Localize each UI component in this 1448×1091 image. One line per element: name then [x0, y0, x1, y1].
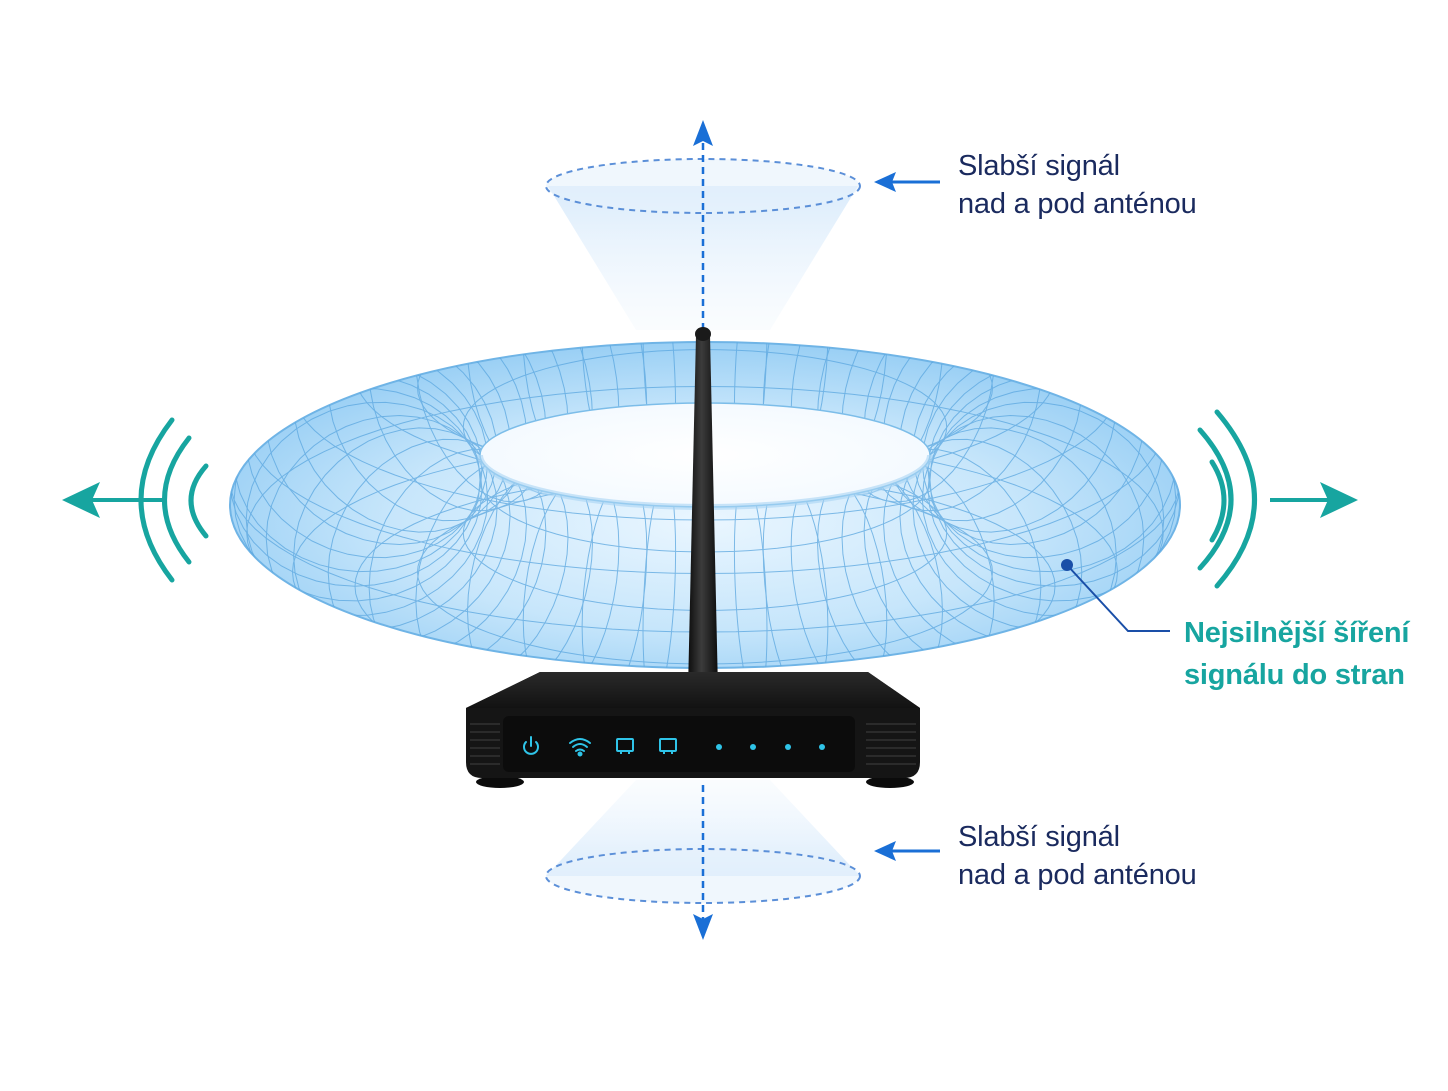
top-label-line2: nad a pod anténou: [958, 188, 1197, 220]
top-weak-signal-label: Slabší signál nad a pod anténou: [958, 147, 1197, 223]
side-label-line1: Nejsilnější šíření: [1184, 617, 1410, 649]
strongest-signal-label: Nejsilnější šíření signálu do stran: [1184, 612, 1409, 696]
side-label-leader-line: [1061, 559, 1170, 632]
vertical-axis-up-arrow: [693, 120, 713, 330]
right-signal-waves: [1197, 409, 1257, 589]
bottom-weak-signal-label: Slabší signál nad a pod anténou: [958, 818, 1197, 894]
lan-port-icon: [659, 738, 677, 754]
status-dot-icon: [716, 744, 825, 750]
side-label-line2: signálu do stran: [1184, 659, 1405, 691]
top-label-line1: Slabší signál: [958, 150, 1120, 182]
bottom-label-pointer-arrow: [874, 841, 940, 861]
lan-port-icon: [616, 738, 634, 754]
power-icon: [523, 736, 539, 755]
vertical-axis-down-arrow: [693, 785, 713, 940]
wifi-router: [466, 672, 920, 788]
wifi-icon: [569, 738, 591, 757]
bottom-label-line2: nad a pod anténou: [958, 859, 1197, 891]
left-arrow: [62, 482, 165, 518]
bottom-label-line1: Slabší signál: [958, 821, 1120, 853]
right-arrow: [1270, 482, 1358, 518]
top-label-pointer-arrow: [874, 172, 940, 192]
